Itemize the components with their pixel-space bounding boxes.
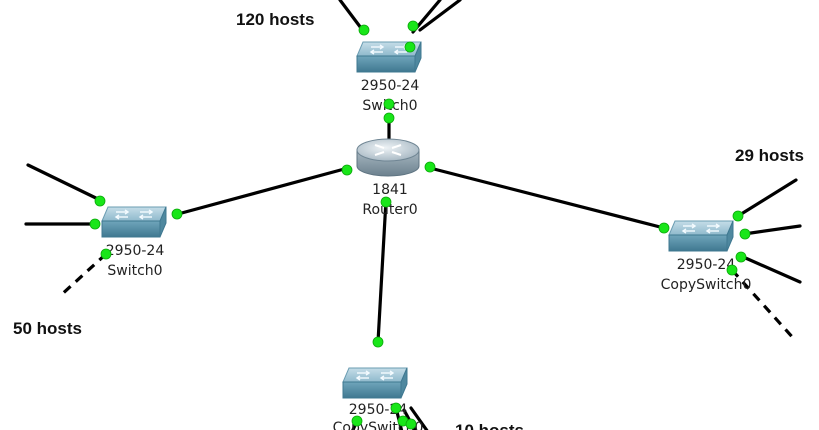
port-light: [351, 415, 363, 427]
port-light: [94, 195, 106, 207]
port-light: [89, 218, 101, 230]
switch-right-name-label: CopySwitch0: [661, 277, 752, 293]
port-light: [380, 196, 392, 208]
link-switch-right-host-3[interactable]: [739, 254, 802, 284]
switch-left-name-label: Switch0: [107, 263, 162, 279]
link-router-switch-right[interactable]: [428, 166, 666, 230]
hosts-label-right: 29 hosts: [735, 146, 804, 165]
port-light: [404, 41, 416, 53]
port-light: [658, 222, 670, 234]
port-light: [372, 336, 384, 348]
switch-right-model-label: 2950-24: [677, 257, 736, 273]
switch-icon: [342, 367, 408, 399]
link-switch-bottom-host-4[interactable]: [409, 406, 429, 430]
switch-top-model-label: 2950-24: [361, 78, 420, 94]
port-status-lights: [89, 20, 751, 430]
link-switch-right-host-1[interactable]: [736, 178, 798, 218]
port-light: [383, 112, 395, 124]
switch-left-model-label: 2950-24: [106, 243, 165, 259]
port-light: [407, 20, 419, 32]
port-light: [735, 251, 747, 263]
link-switch-left-host-1[interactable]: [26, 163, 102, 202]
port-light: [726, 264, 738, 276]
port-light: [358, 24, 370, 36]
hosts-label-bottom: 10 hosts: [455, 421, 524, 430]
router-model-label: 1841: [372, 182, 408, 198]
switch-left[interactable]: 2950-24 Switch0: [101, 206, 167, 279]
switch-icon: [101, 206, 167, 238]
port-light: [171, 208, 183, 220]
switch-bottom-name-label: CopySwitch0: [333, 420, 424, 430]
port-light: [424, 161, 436, 173]
switch-right[interactable]: 2950-24 CopySwitch0: [661, 220, 752, 293]
hosts-label-left: 50 hosts: [13, 319, 82, 338]
link-router-switch-left[interactable]: [176, 166, 350, 216]
port-light: [383, 98, 395, 110]
router-icon: [356, 138, 420, 177]
port-light: [732, 210, 744, 222]
hosts-label-top: 120 hosts: [236, 10, 314, 29]
switch-icon: [668, 220, 734, 252]
port-light: [405, 418, 417, 430]
link-switch-right-host-2[interactable]: [742, 224, 802, 236]
router-name-label: Router0: [362, 202, 417, 218]
link-switch-top-host-3[interactable]: [418, 0, 462, 32]
port-light: [100, 248, 112, 260]
port-light: [341, 164, 353, 176]
link-switch-left-host-3[interactable]: [58, 252, 108, 298]
port-light: [390, 402, 402, 414]
router-router0[interactable]: 1841 Router0: [356, 138, 420, 218]
link-router-switch-bottom[interactable]: [376, 198, 388, 344]
port-light: [739, 228, 751, 240]
